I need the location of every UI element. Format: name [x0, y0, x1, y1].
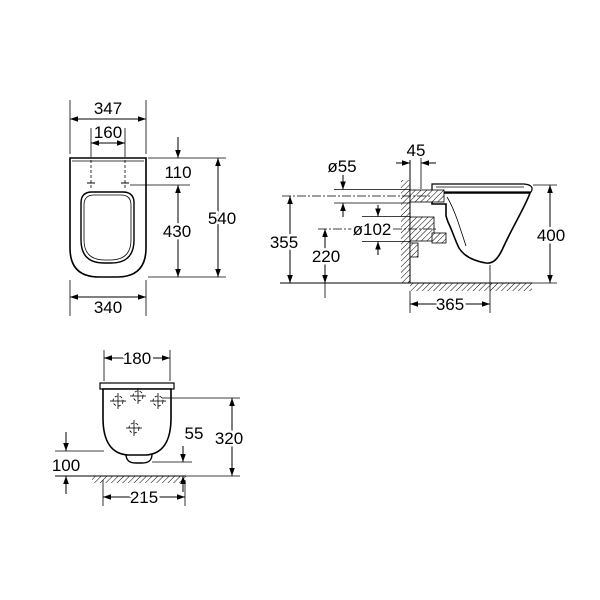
dimension-label-rim-height: 400 [537, 226, 565, 245]
dimension-label-hole-offset: 110 [164, 163, 191, 182]
trap-front [125, 453, 153, 464]
dimension-label-outlet-height: 220 [312, 247, 340, 266]
dimension-label-base-width: 340 [94, 298, 122, 317]
dimension-label-inlet-height: 320 [215, 429, 243, 448]
dimension-label-bowl-height: 100 [52, 456, 80, 475]
dimension-label-hole-spacing: 160 [94, 123, 122, 142]
seat-opening-inner [83, 194, 132, 261]
fixing-point-mark [126, 420, 142, 436]
floor-hatch [92, 476, 186, 483]
bracket-stub [409, 242, 419, 258]
bowl-inner-line [446, 196, 467, 247]
dimension-label-hole-to-front: 430 [163, 222, 191, 241]
dimension-label-wall-offset: 45 [407, 141, 426, 160]
fixing-point-mark [130, 388, 146, 404]
dimension-label-clearance: 55 [185, 424, 204, 443]
dimension-label-overall-width: 347 [94, 99, 122, 118]
wall-hatch [401, 180, 410, 283]
dimension-label-base-width: 215 [130, 488, 158, 507]
dimension-label-inlet-height: 355 [270, 233, 298, 252]
fixing-point-mark [110, 393, 126, 409]
seat-profile [431, 183, 533, 193]
fixing-point-mark [150, 393, 166, 409]
outlet-stub [431, 232, 447, 244]
dimension-label-overall-length: 540 [208, 209, 236, 228]
dimension-label-upper-width: 180 [123, 349, 151, 368]
dimension-label-outlet-diameter: ø102 [353, 220, 392, 239]
seat-opening-outer [80, 191, 135, 264]
front-view: 180 320 55 100 215 [52, 347, 246, 510]
dimension-label-inlet-diameter: ø55 [327, 157, 356, 176]
inlet-pipe [409, 189, 445, 203]
seat-front [99, 382, 175, 390]
floor-hatch [410, 283, 532, 291]
toilet-outline-top [69, 157, 147, 278]
top-view: 347 160 110 430 540 340 [69, 99, 239, 320]
side-view: 45 ø55 ø102 355 220 400 365 [267, 141, 567, 317]
bowl-profile [431, 192, 532, 264]
dimension-label-projection: 365 [436, 295, 464, 314]
